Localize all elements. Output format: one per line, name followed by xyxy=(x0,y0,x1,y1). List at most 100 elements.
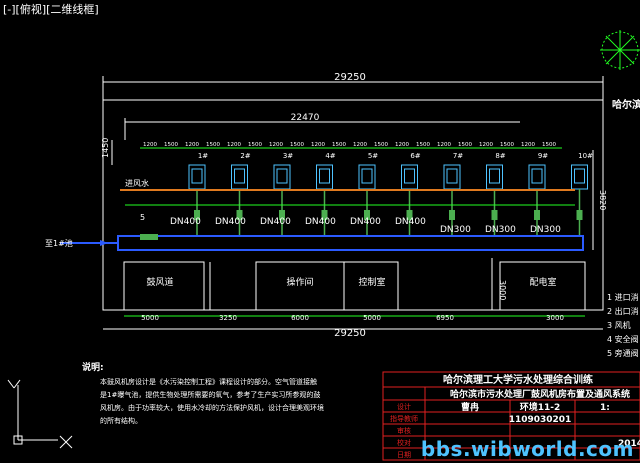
legend-item: 1 进口消 xyxy=(607,292,639,302)
segment-dim-text: 1200 xyxy=(269,142,283,148)
title-student-id: 1109030201 xyxy=(509,415,572,425)
watermark: bbs.wibworld.com xyxy=(420,437,634,461)
notes-line: 风机房。由于功率较大，使用水冷却的方法保护风机，设计合理美观环境 xyxy=(100,403,324,412)
pipe-size-label: DN400 xyxy=(305,217,336,227)
room-label-4: 配电室 xyxy=(529,276,556,288)
bottom-dim-text: 3250 xyxy=(219,314,237,322)
dim-bottom: 29250 5000 3250 6000 5000 6950 3000 xyxy=(103,314,603,339)
fan-label: 6# xyxy=(410,152,420,160)
title-block-row-label: 设计 xyxy=(397,402,411,411)
bottom-dim-text: 5000 xyxy=(363,314,381,322)
compass-label: 哈尔滨 xyxy=(612,98,640,111)
segment-dim-text: 1500 xyxy=(458,142,472,148)
segment-dim-text: 1500 xyxy=(374,142,388,148)
segment-dim-text: 1200 xyxy=(185,142,199,148)
notes-line: 本鼓风机房设计是《水污染控制工程》课程设计的部分。空气管道接触 xyxy=(100,377,317,386)
dim-overall-bottom-text: 29250 xyxy=(334,328,366,339)
segment-dim-text: 1500 xyxy=(416,142,430,148)
segment-dim-text: 1200 xyxy=(437,142,451,148)
marker-5-label: 5 xyxy=(140,213,145,222)
segment-dim-text: 1200 xyxy=(395,142,409,148)
room-label-1: 鼓风道 xyxy=(146,276,173,288)
pipe-size-label: DN400 xyxy=(350,217,381,227)
segment-dim-text: 1200 xyxy=(521,142,535,148)
dim-3000-text: 3000 xyxy=(498,280,507,300)
segment-dimensions: 1200 1500 1200 1500 1200 1500 1200 1500 1200 1500… xyxy=(143,142,556,148)
fan-unit: 8# xyxy=(486,152,506,236)
fan-unit: 5# xyxy=(358,152,378,236)
pipe-size-label: DN400 xyxy=(170,217,201,227)
title-year: 2014 xyxy=(618,439,640,449)
fan-label: 9# xyxy=(538,152,548,160)
dim-right: 3820 3000 xyxy=(491,150,607,310)
notes-block: 说明: 本鼓风机房设计是《水污染控制工程》课程设计的部分。空气管道接触是1#曝气… xyxy=(82,361,324,425)
bottom-dim-text: 3000 xyxy=(546,314,564,322)
rooms: 鼓风道 操作间 控制室 配电室 xyxy=(123,261,586,311)
fan-label: 7# xyxy=(453,152,463,160)
north-compass: 哈尔滨 xyxy=(600,30,640,111)
notes-line: 的所有结构。 xyxy=(100,416,142,425)
dim-left: 1450 xyxy=(101,138,211,310)
to-aeration-label: 至1#池 xyxy=(45,238,73,248)
segment-dim-text: 1500 xyxy=(290,142,304,148)
title-block: 哈尔滨理工大学污水处理综合训练 哈尔滨市污水处理厂鼓风机房布置及通风系统 曹冉 … xyxy=(382,371,640,461)
title-block-row-label: 指导教师 xyxy=(390,414,418,423)
segment-dim-text: 1500 xyxy=(248,142,262,148)
segment-dim-text: 1200 xyxy=(143,142,157,148)
ucs-icon xyxy=(7,379,73,449)
pipe-size-label: DN400 xyxy=(215,217,246,227)
main-air-pipe xyxy=(117,235,584,251)
segment-dim-text: 1500 xyxy=(332,142,346,148)
legend-item: 2 出口消 xyxy=(607,306,639,316)
bottom-dim-text: 6000 xyxy=(291,314,309,322)
fan-label: 10# xyxy=(578,152,593,160)
fan-unit: 10# xyxy=(571,152,593,236)
pipe-size-label: DN300 xyxy=(530,225,561,235)
legend-item: 5 旁通阀 xyxy=(607,348,639,358)
fan-label: 5# xyxy=(368,152,378,160)
pipe-size-label: DN300 xyxy=(485,225,516,235)
dim-inner-text: 22470 xyxy=(291,113,320,123)
legend-item: 3 风机 xyxy=(607,320,631,330)
segment-dim-text: 1200 xyxy=(227,142,241,148)
dim-overall-top: 29250 xyxy=(102,72,604,100)
fan-label: 8# xyxy=(495,152,505,160)
fan-label: 1# xyxy=(198,152,208,160)
bottom-dim-text: 6950 xyxy=(436,314,454,322)
viewport-label[interactable]: [-][俯视][二维线框] xyxy=(3,3,99,16)
title-name: 曹冉 xyxy=(461,401,479,413)
segment-dim-text: 1500 xyxy=(500,142,514,148)
air-flow-arrow xyxy=(100,240,108,246)
pipe-size-label: DN400 xyxy=(395,217,426,227)
fan-unit: 9# xyxy=(528,152,548,236)
title-block-row-label: 日期 xyxy=(397,451,411,459)
segment-dim-text: 1500 xyxy=(164,142,178,148)
fan-row: 1# 2# 3# 4# 5# 6# 7# 8# 9# 10# xyxy=(188,152,593,236)
title-school: 哈尔滨理工大学污水处理综合训练 xyxy=(443,373,593,386)
dim-right-text: 3820 xyxy=(598,190,607,210)
dim-inner-top: 22470 xyxy=(124,113,520,140)
room-label-2: 操作间 xyxy=(286,276,313,288)
fan-unit: 7# xyxy=(443,152,463,236)
valve-5 xyxy=(140,234,158,240)
segment-dim-text: 1500 xyxy=(542,142,556,148)
bottom-dim-text: 5000 xyxy=(141,314,159,322)
segment-dim-text: 1200 xyxy=(311,142,325,148)
notes-title: 说明: xyxy=(82,361,104,373)
segment-dim-text: 1500 xyxy=(206,142,220,148)
title-scale: 1: xyxy=(600,403,610,413)
fan-label: 4# xyxy=(325,152,335,160)
segment-dim-text: 1200 xyxy=(353,142,367,148)
fan-label: 2# xyxy=(240,152,250,160)
inlet-left-label: 进风水 xyxy=(125,178,149,188)
notes-line: 是1#曝气池，提供生物处理所需要的氧气，参考了生产实习所参观的鼓 xyxy=(100,390,320,399)
fan-label: 3# xyxy=(283,152,293,160)
pipe-size-label: DN300 xyxy=(440,225,471,235)
fan-unit: 3# xyxy=(273,152,293,236)
title-drawing: 哈尔滨市污水处理厂鼓风机房布置及通风系统 xyxy=(450,388,630,400)
title-class: 环境11-2 xyxy=(520,401,561,413)
